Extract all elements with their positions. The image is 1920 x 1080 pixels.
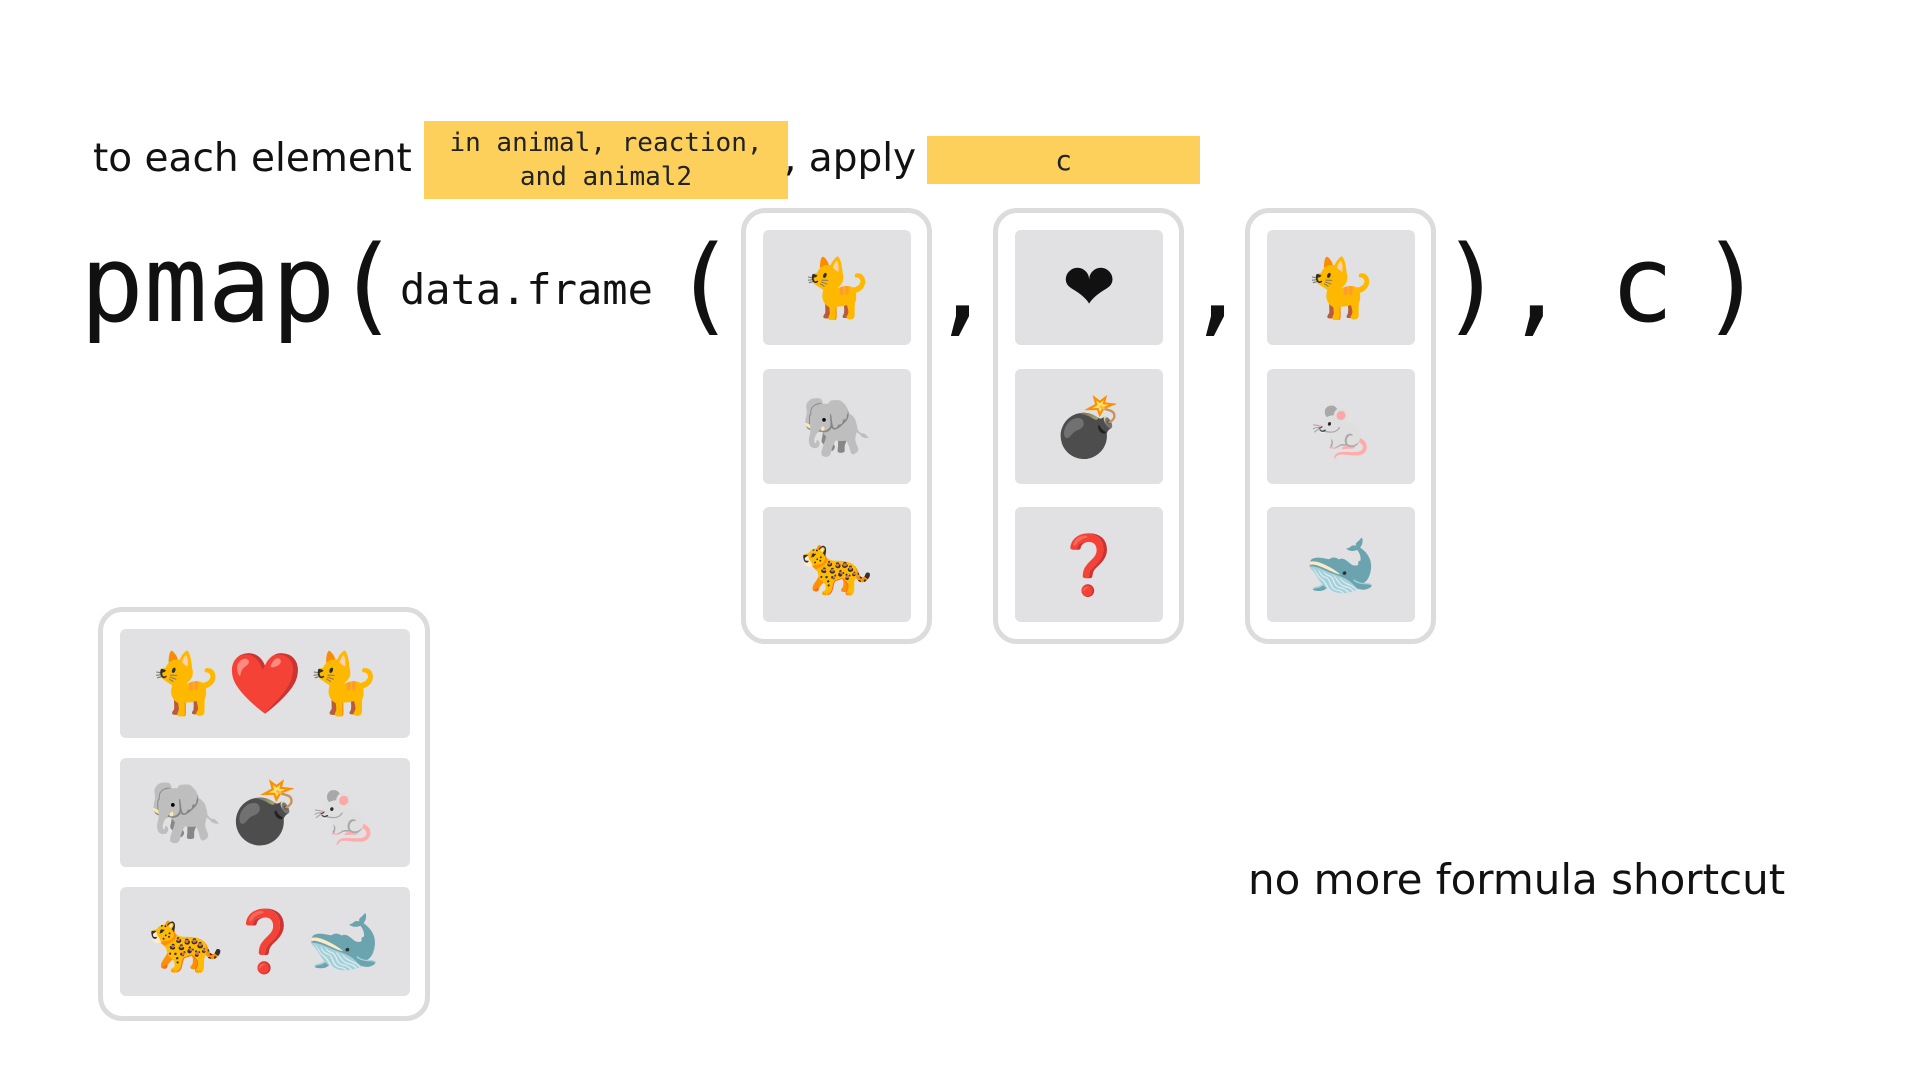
close-paren-comma: ), [1440, 223, 1568, 346]
inputs-highlight: in animal, reaction, and animal2 [424, 121, 788, 199]
result-list: 🐈 ❤️ 🐈 🐘 💣 🐁 🐆 ❓ 🐋 [98, 607, 430, 1021]
cell-heart: ❤ [1015, 230, 1163, 345]
result-row-2: 🐘 💣 🐁 [120, 758, 410, 867]
cell-question: ❓ [1015, 507, 1163, 622]
mouse-icon: 🐁 [1304, 392, 1378, 461]
function-highlight: c [927, 136, 1200, 184]
open-paren: ( [672, 223, 736, 346]
whale-icon: 🐋 [1304, 530, 1378, 599]
footer-note: no more formula shortcut [1248, 855, 1786, 904]
cat-icon: 🐈 [148, 648, 224, 719]
cell-mouse: 🐁 [1267, 369, 1415, 484]
bomb-icon: 💣 [1052, 392, 1126, 461]
bomb-icon: 💣 [227, 777, 303, 848]
cell-bomb: 💣 [1015, 369, 1163, 484]
elephant-icon: 🐘 [148, 777, 224, 848]
column-animal: 🐈 🐘 🐆 [741, 208, 932, 644]
data-frame-call: data.frame [400, 265, 653, 314]
header-prefix: to each element [93, 136, 412, 181]
cell-elephant: 🐘 [763, 369, 911, 484]
apply-label: , apply [784, 136, 917, 181]
whale-icon: 🐋 [306, 906, 382, 977]
cell-leopard: 🐆 [763, 507, 911, 622]
cat-icon: 🐈 [1304, 253, 1378, 322]
final-paren: ) [1700, 223, 1764, 346]
leopard-icon: 🐆 [148, 906, 224, 977]
cat-icon: 🐈 [800, 253, 874, 322]
cell-cat: 🐈 [763, 230, 911, 345]
result-row-1: 🐈 ❤️ 🐈 [120, 629, 410, 738]
cat-icon: 🐈 [306, 648, 382, 719]
comma-2: , [1185, 223, 1249, 346]
heart-icon: ❤ [1062, 250, 1116, 325]
question-icon: ❓ [1052, 530, 1126, 599]
elephant-icon: 🐘 [800, 392, 874, 461]
leopard-icon: 🐆 [800, 530, 874, 599]
pmap-call: pmap( [80, 223, 400, 346]
mouse-icon: 🐁 [306, 777, 382, 848]
comma-1: , [930, 223, 994, 346]
result-row-3: 🐆 ❓ 🐋 [120, 887, 410, 996]
function-arg: c [1610, 223, 1674, 346]
column-reaction: ❤ 💣 ❓ [993, 208, 1184, 644]
column-animal2: 🐈 🐁 🐋 [1245, 208, 1436, 644]
question-icon: ❓ [227, 906, 303, 977]
cell-whale: 🐋 [1267, 507, 1415, 622]
cell-cat-2: 🐈 [1267, 230, 1415, 345]
heart-icon: ❤️ [227, 648, 303, 719]
